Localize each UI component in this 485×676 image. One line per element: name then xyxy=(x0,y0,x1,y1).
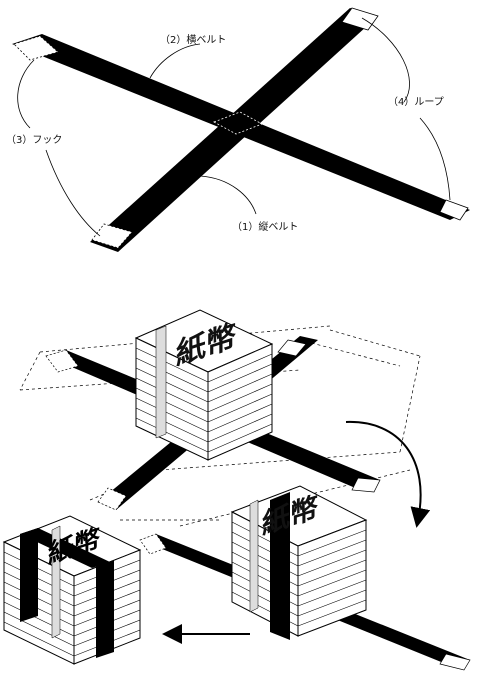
flat-belt-cross xyxy=(12,7,470,252)
leader-hook-b xyxy=(45,149,101,237)
br-hook xyxy=(139,533,167,555)
label-tate-belt: （1）縦ベルト xyxy=(232,222,299,233)
label-hook: （3）フック xyxy=(6,135,63,146)
leader-loop xyxy=(361,17,410,103)
money-bundle-bottom-right xyxy=(230,485,368,640)
leader-lines xyxy=(17,17,451,237)
money-bundle-bottom-left xyxy=(2,515,142,665)
curve-arrow-down xyxy=(345,420,431,528)
mid-hook-bottom xyxy=(97,487,127,511)
mid-hook-left xyxy=(45,349,79,373)
br-loop xyxy=(439,653,471,671)
hook-lower-left xyxy=(91,223,133,249)
mid-loop-right xyxy=(351,477,381,493)
leader-yoko xyxy=(149,43,201,79)
leader-tate xyxy=(199,175,257,215)
loop-upper-right xyxy=(341,7,379,31)
label-yoko-belt: （2）横ベルト xyxy=(160,35,227,46)
hook-upper-left xyxy=(13,35,59,61)
cross-center xyxy=(213,111,263,135)
loop-lower-right xyxy=(439,199,469,221)
leader-loop-2 xyxy=(419,117,451,201)
mid-loop-top xyxy=(277,339,307,357)
money-bundle-middle xyxy=(134,309,274,461)
leader-hook-a xyxy=(17,59,35,129)
yoko-belt-shape xyxy=(90,8,378,252)
label-loop: （4）ループ xyxy=(388,97,444,108)
